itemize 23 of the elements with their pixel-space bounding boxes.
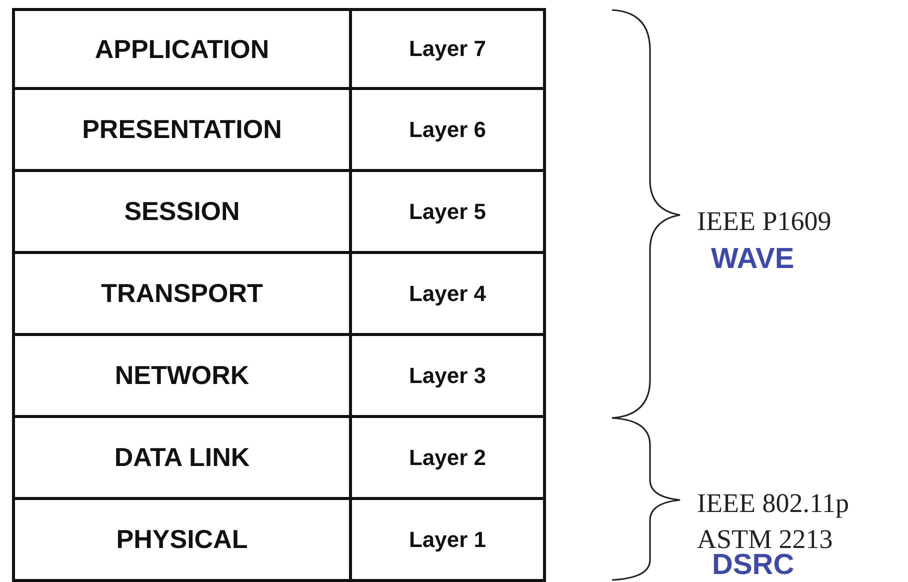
layer-number: Layer 2 [408,444,486,470]
standard-name: IEEE 802.11p [697,490,849,517]
layer-number: Layer 1 [408,526,486,552]
layer-name: NETWORK [114,360,250,391]
layer-name: PHYSICAL [116,524,248,555]
layer-name: APPLICATION [94,34,270,64]
protocol-name: DSRC [712,551,794,580]
layer-name-cell [12,8,352,90]
layer-name: SESSION [124,196,240,227]
layer-name: DATA LINK [114,442,250,473]
layer-number: Layer 3 [408,362,486,388]
standard-name: IEEE P1609 [697,208,832,235]
layer-number: Layer 4 [408,280,486,306]
layer-number: Layer 5 [408,198,486,224]
layer-number: Layer 6 [408,116,486,142]
protocol-name: WAVE [711,245,794,274]
layer-number-cell [349,8,546,90]
standard-name: ASTM 2213 [697,526,833,553]
layer-number: Layer 7 [408,36,486,62]
layer-name-cell [12,497,352,582]
layer-name: PRESENTATION [82,114,282,145]
layer-name: TRANSPORT [101,278,263,309]
layer-number-cell [349,497,546,582]
